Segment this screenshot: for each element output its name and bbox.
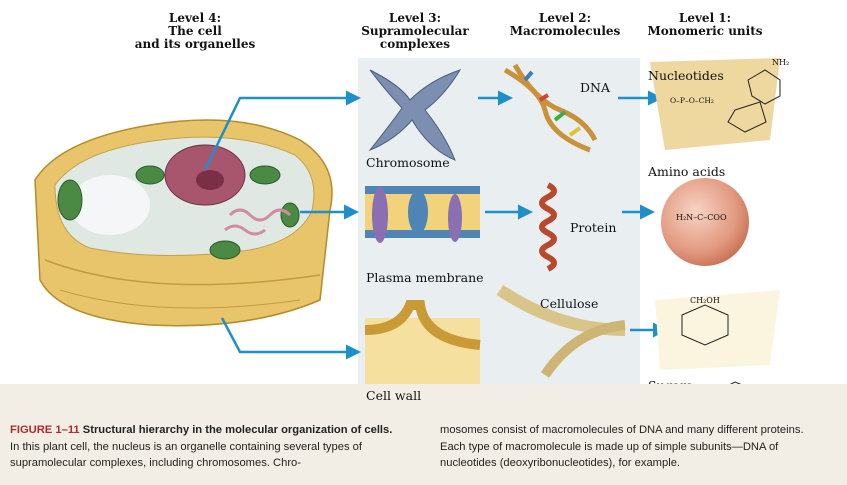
protein-illustration <box>539 182 557 272</box>
level-3-line3: complexes <box>379 37 451 51</box>
plasma-membrane-label: Plasma membrane <box>366 270 484 285</box>
level-4-header: Level 4: The cell and its organelles <box>120 12 270 51</box>
level-3-header: Level 3: Supramolecular complexes <box>350 12 480 51</box>
level-3-line2: Supramolecular <box>361 24 469 38</box>
figure-title: Structural hierarchy in the molecular or… <box>82 424 393 436</box>
arrow-cell-to-wall <box>220 317 361 360</box>
plant-cell <box>34 119 333 327</box>
caption-text-left: In this plant cell, the nucleus is an or… <box>10 440 362 470</box>
sugar-backdrop <box>655 290 780 370</box>
level-4-line3: and its organelles <box>134 37 256 51</box>
amino-acid-sphere <box>661 178 749 266</box>
nucleotide-phosphate: O–P–O–CH₂ <box>670 96 714 105</box>
chromosome-label: Chromosome <box>366 155 450 170</box>
sugar-group: CH₂OH <box>690 296 720 305</box>
caption-text-right: mosomes consist of macromolecules of DNA… <box>440 424 804 469</box>
amino-acids-label: Amino acids <box>648 164 726 179</box>
chromosome-illustration <box>368 69 462 161</box>
dna-label: DNA <box>580 80 610 95</box>
nucleotide-structure <box>727 69 781 133</box>
level-1-header: Level 1: Monomeric units <box>640 12 770 38</box>
level-4-line2: The cell <box>168 24 222 38</box>
figure-label: FIGURE 1–11 <box>10 424 80 436</box>
cellulose-label: Cellulose <box>540 296 599 311</box>
arrow-cell-to-chromosome <box>203 90 361 171</box>
level-3-line1: Level 3: <box>388 11 442 25</box>
level-2-line2: Macromolecules <box>509 24 621 38</box>
dna-illustration <box>503 63 598 153</box>
nucleotide-backdrop <box>650 58 780 150</box>
level-2-header: Level 2: Macromolecules <box>505 12 625 38</box>
caption-background <box>0 384 847 485</box>
level-2-line1: Level 2: <box>538 11 592 25</box>
plasma-membrane-illustration <box>365 186 480 243</box>
cell-wall-label: Cell wall <box>366 388 422 403</box>
level-1-line2: Monomeric units <box>647 24 763 38</box>
cellulose-illustration <box>496 285 626 378</box>
protein-label: Protein <box>570 220 617 235</box>
caption-right: mosomes consist of macromolecules of DNA… <box>440 422 830 472</box>
caption-left: FIGURE 1–11 Structural hierarchy in the … <box>10 422 400 472</box>
cell-wall-illustration <box>364 300 481 384</box>
nucleotides-label: Nucleotides <box>648 68 724 83</box>
amino-acid-formula: H₂N–C–COO <box>676 213 727 222</box>
level-1-line1: Level 1: <box>678 11 732 25</box>
nucleotide-amine: NH₂ <box>772 58 790 67</box>
level-4-line1: Level 4: <box>168 11 222 25</box>
